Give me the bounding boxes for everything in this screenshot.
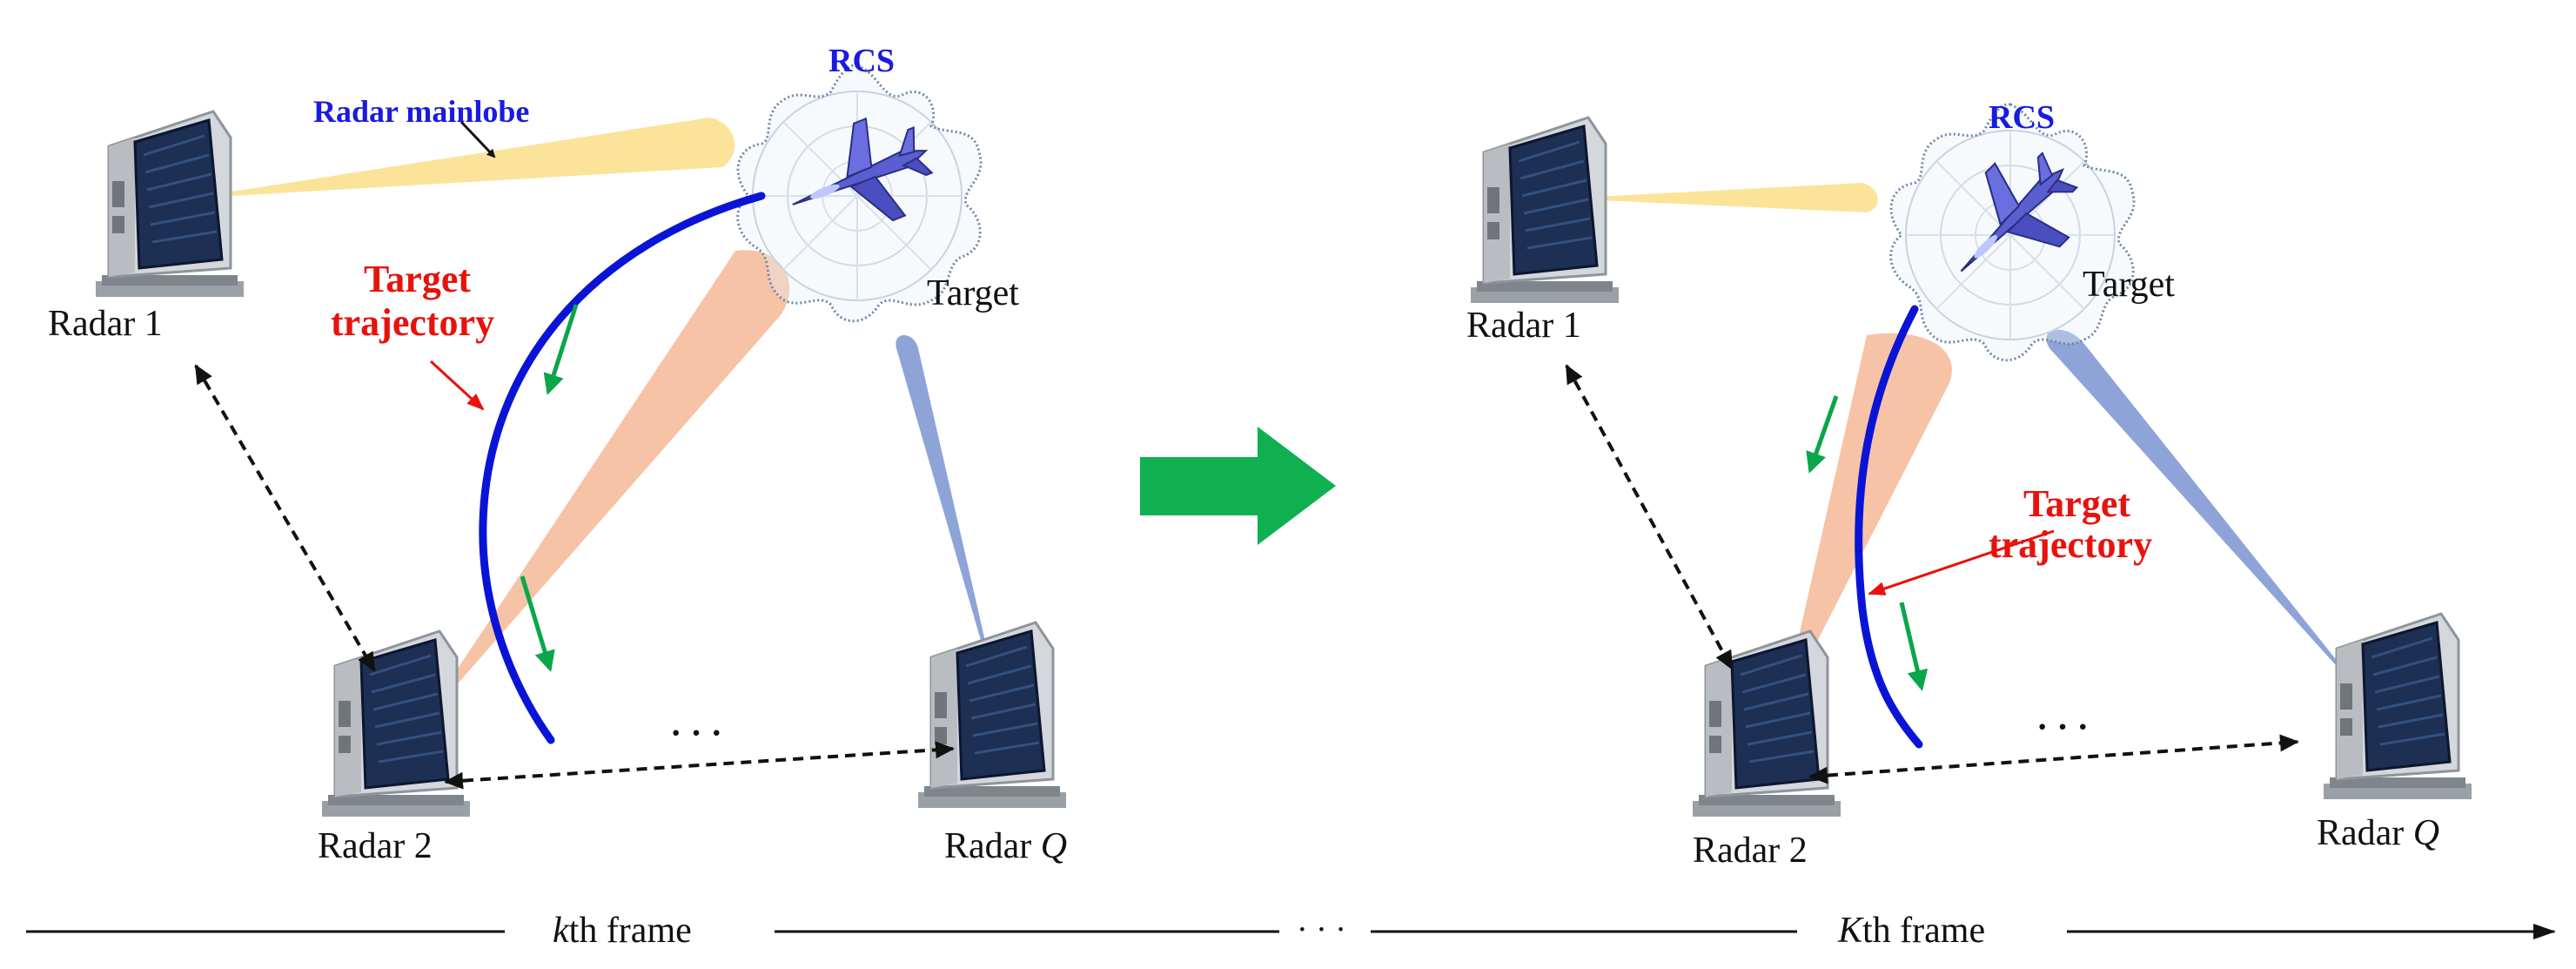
mainlobe-label: Radar mainlobe: [313, 94, 529, 129]
target-label: Target: [2083, 265, 2175, 305]
radar-icon: [916, 621, 1068, 810]
radar2-label: Radar 2: [1693, 831, 1808, 871]
kth-frame-var: k: [553, 911, 570, 951]
motion-arrow-lower: [1899, 602, 1929, 691]
link-radar2-radarq: [444, 741, 955, 790]
panel-kth-frame: RCS Radar mainlobe Target Target traject…: [48, 43, 1068, 866]
link-radar1-radar2: [194, 364, 376, 672]
frame-timeline: kth frame · · · Kth frame: [26, 911, 2556, 951]
trajectory-label-line2: trajectory: [331, 301, 494, 344]
radarq-beam: [2046, 329, 2376, 710]
radarq-var: Q: [1041, 826, 1067, 866]
timeline-ellipsis: · · ·: [1297, 912, 1346, 948]
radar-ellipsis: · · ·: [670, 713, 722, 752]
trajectory-label-line1: Target: [2023, 482, 2130, 525]
motion-arrow-lower: [520, 575, 555, 672]
trajectory-label-line2: trajectory: [1989, 523, 2152, 566]
panel-Kth-frame: RCS Target Target trajectory Radar 1 Rad…: [1466, 99, 2473, 871]
motion-arrow-upper: [543, 304, 579, 395]
radar1-label: Radar 1: [1466, 306, 1581, 346]
Kth-frame-label: Kth frame: [1837, 911, 1985, 951]
radar2-label: Radar 2: [318, 826, 433, 866]
radar1-label: Radar 1: [48, 304, 163, 344]
radarq-label: Radar Q: [944, 826, 1067, 866]
radar2-beam: [1782, 333, 1952, 710]
radarq-prefix: Radar: [944, 826, 1041, 866]
rcs-label: RCS: [828, 43, 895, 79]
radarq-beam: [896, 335, 1001, 710]
radarq-prefix: Radar: [2317, 813, 2413, 853]
frame-transition-arrow: [1140, 427, 1336, 545]
Kth-frame-text: th frame: [1862, 911, 1985, 951]
radarq-label: Radar Q: [2317, 813, 2439, 853]
trajectory-pointer-arrow: [429, 360, 485, 411]
target-label: Target: [927, 273, 1019, 313]
radar-icon: [94, 110, 245, 299]
radar-icon: [320, 629, 472, 818]
Kth-frame-var: K: [1837, 911, 1864, 951]
trajectory-label-line1: Target: [364, 258, 471, 300]
kth-frame-label: kth frame: [553, 911, 692, 951]
target-trajectory-path: [1855, 305, 1923, 749]
link-radar2-radarq: [1808, 734, 2299, 784]
radarq-var: Q: [2413, 813, 2439, 853]
radar2-beam: [416, 250, 790, 731]
radar-icon: [1691, 629, 1842, 818]
radar1-mainlobe-beam: [1562, 183, 1878, 212]
target-trajectory-path: [479, 192, 766, 744]
radar-icon: [1469, 116, 1620, 305]
kth-frame-text: th frame: [569, 911, 692, 951]
rcs-label: RCS: [1989, 99, 2055, 136]
radar-icon: [2322, 612, 2473, 801]
link-radar1-radar2: [1565, 364, 1734, 670]
motion-arrow-upper: [1806, 395, 1839, 474]
trajectory-pointer-arrow: [1868, 529, 2055, 596]
mainlobe-pointer-arrow: [460, 120, 496, 158]
radar1-mainlobe-beam: [187, 118, 735, 199]
radar-ellipsis: · · ·: [2036, 707, 2089, 746]
